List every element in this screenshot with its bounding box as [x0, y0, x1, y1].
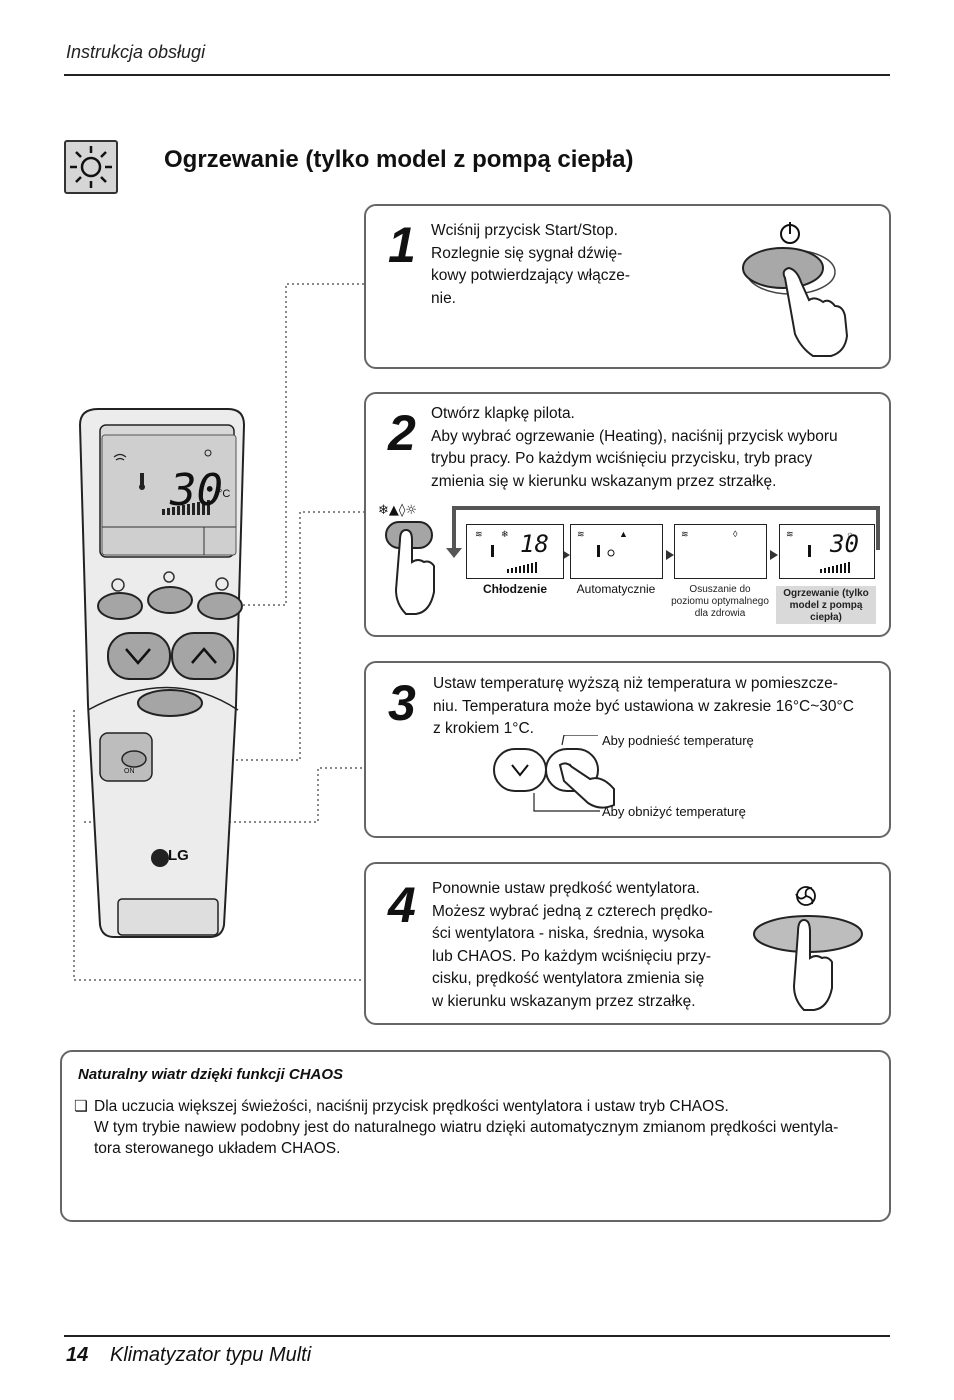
remote-on-label: ON [124, 768, 135, 775]
page-number: 14 [66, 1344, 89, 1366]
footer-rule [64, 1335, 890, 1337]
power-button-press-illustration [742, 222, 849, 357]
mode-display-auto: ≋▲ [570, 524, 663, 579]
note-bullet: ❏ [74, 1098, 88, 1115]
svg-text:≋: ≋ [475, 529, 483, 539]
document-header: Instrukcja obsługi [66, 42, 206, 62]
svg-text:☼: ☼ [846, 529, 854, 539]
step-3-number: 3 [388, 675, 416, 731]
step-4-number: 4 [388, 877, 416, 933]
sun-icon [64, 140, 118, 194]
fan-button-press-illustration [753, 886, 863, 1011]
mode-display-cooling: ≋❄ [466, 524, 564, 579]
mode-label-heating: Ogrzewanie (tylko model z pompą ciepła) [776, 586, 876, 624]
step-3-card [364, 661, 891, 838]
remote-control-illustration [78, 408, 246, 938]
temperature-buttons-illustration [493, 735, 615, 812]
svg-text:❄: ❄ [501, 529, 509, 539]
remote-lcd-temperature: 30 [170, 465, 223, 516]
section-title: Ogrzewanie (tylko model z pompą ciepła) [164, 146, 634, 173]
footer-title: Klimatyzator typu Multi [110, 1344, 312, 1366]
mode-button-press-illustration: ❄▲◊☼ [378, 503, 435, 615]
cooling-temp: 18 [520, 530, 549, 558]
svg-text:◊: ◊ [733, 529, 738, 539]
header-rule [64, 74, 890, 76]
note-title: Naturalny wiatr dzięki funkcji CHAOS [78, 1066, 344, 1083]
step-4-text: Ponownie ustaw prędkość wentylatora.Może… [432, 880, 713, 1010]
heating-temp: 30 [830, 530, 859, 558]
svg-text:≋: ≋ [786, 529, 794, 539]
mode-label-auto: Automatycznie [576, 582, 656, 596]
note-box [60, 1050, 891, 1222]
temp-down-label: Aby obniżyć temperaturę [602, 804, 746, 819]
mode-display-heating: ≋☼ [779, 524, 875, 579]
svg-text:≋: ≋ [681, 529, 689, 539]
temp-up-label: Aby podnieść temperaturę [602, 733, 754, 748]
svg-text:❄▲◊☼: ❄▲◊☼ [378, 503, 417, 518]
svg-text:▲: ▲ [619, 529, 628, 539]
lg-logo: LG [168, 847, 189, 864]
svg-text:≋: ≋ [577, 529, 585, 539]
step-2-number: 2 [388, 405, 416, 461]
step-1-text: Wciśnij przycisk Start/Stop.Rozlegnie si… [431, 222, 630, 307]
remote-lcd-unit: °C [218, 488, 231, 500]
note-text: ❏ Dla uczucia większej świeżości, naciśn… [74, 1098, 839, 1157]
step-3-text: Ustaw temperaturę wyższą niż temperatura… [433, 675, 854, 737]
mode-display-dry: ≋◊ [674, 524, 767, 579]
step-2-text: Otwórz klapkę pilota.Aby wybrać ogrzewan… [431, 405, 838, 490]
mode-sequence-arrows [446, 506, 880, 560]
mode-label-dry: Osuszanie do poziomu optymalnego dla zdr… [671, 584, 769, 619]
mode-label-cooling: Chłodzenie [482, 582, 547, 596]
step-1-number: 1 [388, 217, 416, 273]
